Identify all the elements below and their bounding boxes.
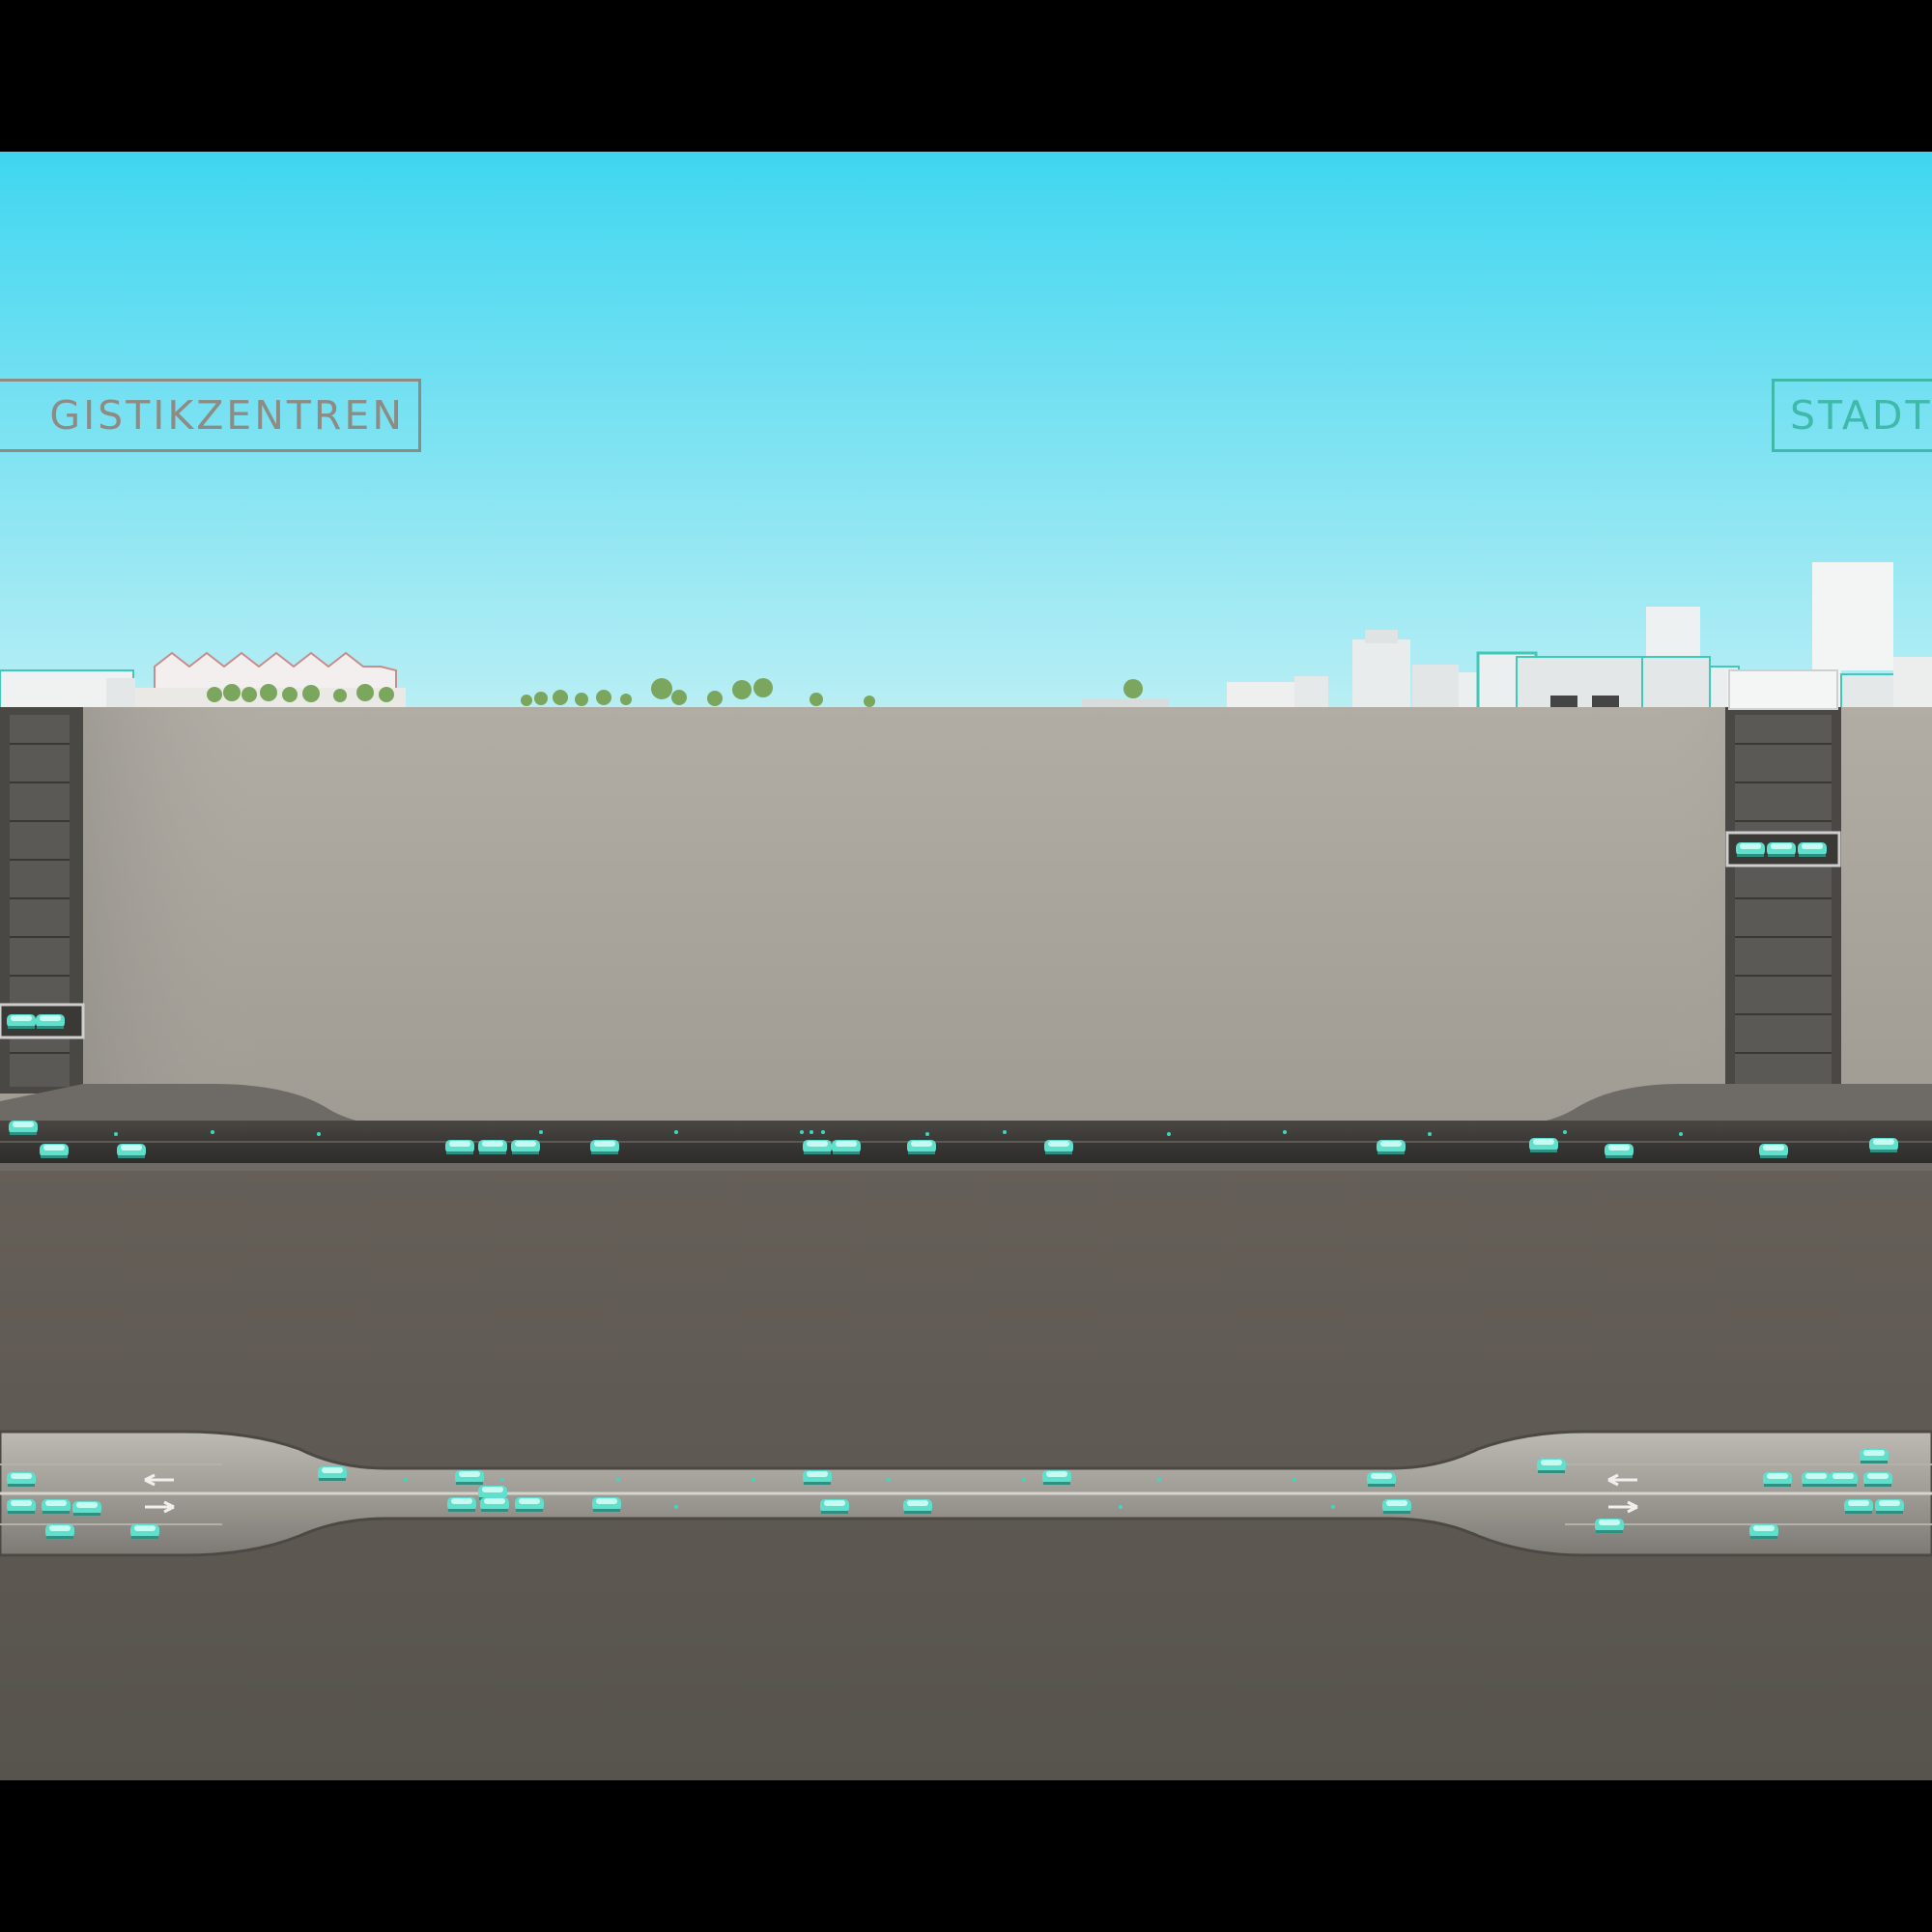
letterbox-bottom bbox=[0, 1780, 1932, 1932]
label-logistics-centers-text: GISTIKZENTREN bbox=[49, 392, 405, 439]
right-vertical-shaft bbox=[1725, 669, 1841, 1094]
letterbox-top bbox=[0, 0, 1932, 152]
label-city-text: STADT bbox=[1790, 392, 1932, 439]
left-vertical-shaft bbox=[0, 707, 85, 1094]
label-city: STADT bbox=[1772, 379, 1932, 452]
sky bbox=[0, 152, 1932, 707]
trees-left bbox=[207, 678, 1143, 707]
label-logistics-centers: GISTIKZENTREN bbox=[0, 379, 421, 452]
deep-tunnel bbox=[0, 1430, 1932, 1557]
